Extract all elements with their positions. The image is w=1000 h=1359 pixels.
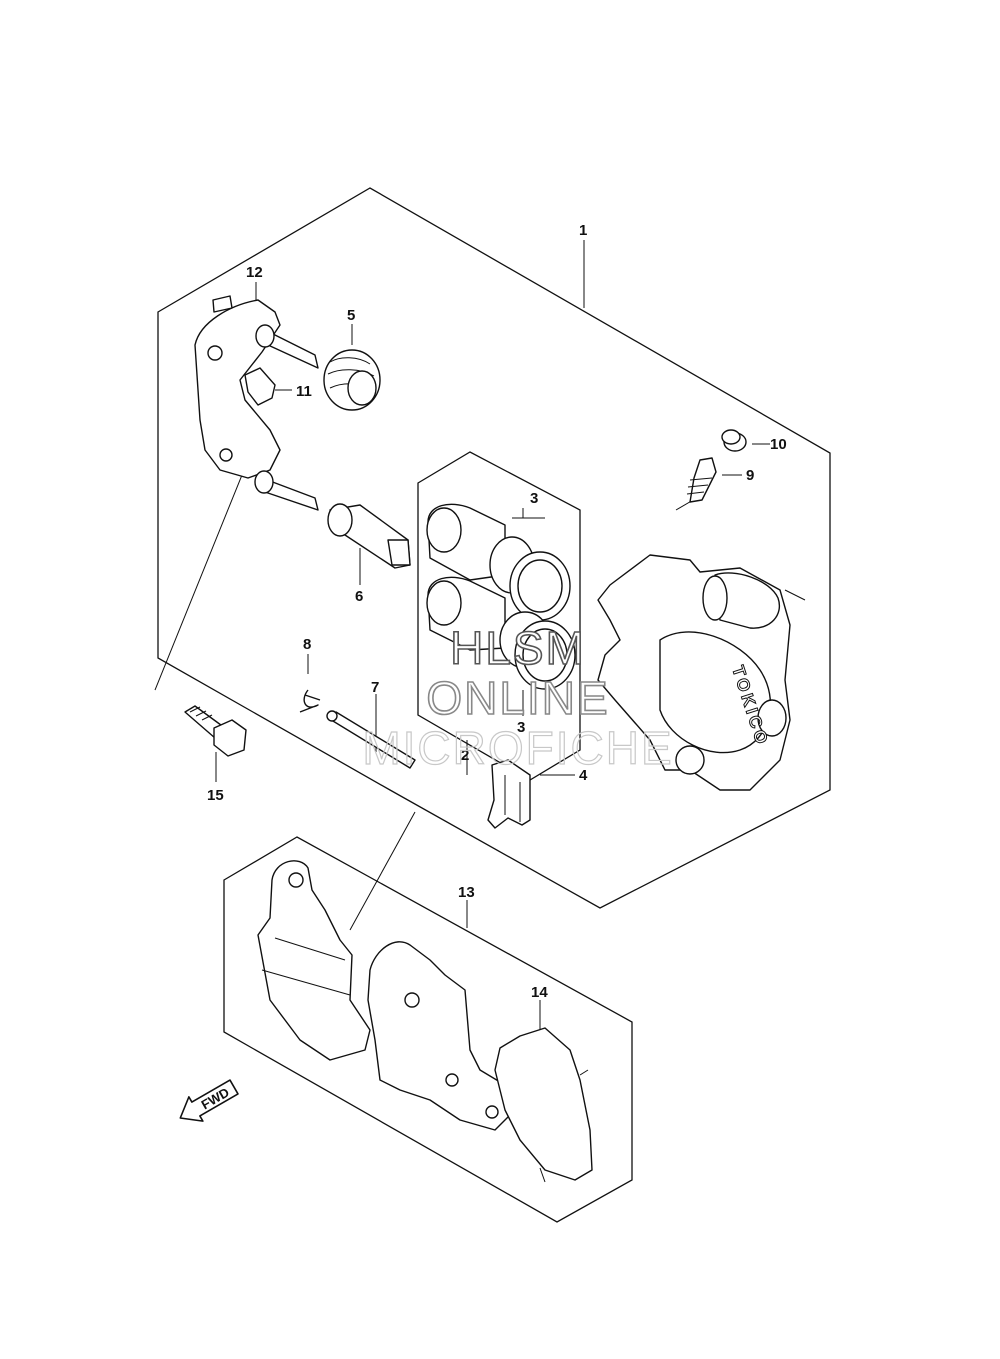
caliper-body: TOKICO [597, 554, 791, 791]
pad-spring-clip [244, 367, 276, 406]
callout-3-upper: 3 [530, 490, 538, 507]
pad-shim [494, 1027, 593, 1183]
watermark: HLSM ONLINE MICROFICHE [362, 621, 673, 774]
callout-10: 10 [770, 436, 787, 453]
watermark-line-3: MICROFICHE [362, 722, 673, 774]
callout-13: 13 [458, 884, 475, 901]
bleeder-cap [721, 429, 747, 452]
brake-pad-right [367, 941, 511, 1131]
brake-pad-left [257, 860, 371, 1061]
callout-8: 8 [303, 636, 311, 653]
leader-lines [154, 240, 806, 1030]
callout-9: 9 [746, 467, 754, 484]
callout-11: 11 [296, 383, 312, 400]
caliper-bracket [194, 295, 319, 511]
callout-15: 15 [207, 787, 224, 804]
callout-2: 2 [461, 747, 469, 764]
seal-kit-outline [417, 451, 581, 781]
pad-retainer-clip [487, 759, 531, 829]
watermark-line-2: ONLINE [426, 672, 609, 724]
pistons-and-seals [426, 503, 576, 690]
clip-pin [299, 689, 321, 713]
pad-pin [326, 710, 416, 769]
callout-6: 6 [355, 588, 363, 605]
fwd-arrow: FWD [179, 1079, 239, 1122]
pin-boot [323, 349, 381, 411]
slide-pin [327, 503, 411, 569]
callout-5: 5 [347, 307, 355, 324]
mounting-bolt [184, 705, 247, 757]
callout-3-lower: 3 [517, 719, 525, 736]
callout-1: 1 [579, 222, 587, 239]
pad-set-outline [223, 836, 633, 1223]
caliper-assembly-outline [157, 187, 831, 909]
callout-14: 14 [531, 984, 548, 1001]
callout-12: 12 [246, 264, 263, 281]
callout-7: 7 [371, 679, 379, 696]
callout-4: 4 [579, 767, 588, 784]
watermark-line-1: HLSM [450, 622, 586, 674]
bleeder-screw [686, 457, 717, 503]
